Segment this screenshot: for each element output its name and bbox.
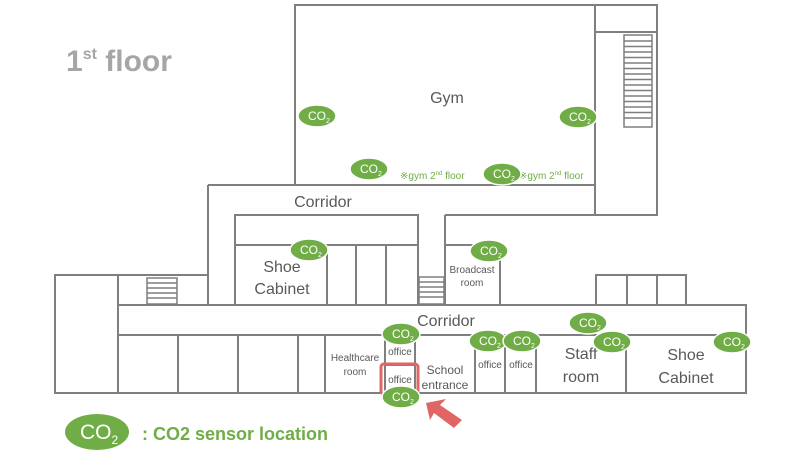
svg-text:CO2: CO2 — [603, 335, 625, 351]
shoe-cabinet-left-label-1: Shoe — [263, 259, 300, 276]
gym-room — [294, 4, 596, 186]
gym-2nd-floor-note-b: ※gym 2nd floor — [519, 171, 584, 182]
svg-text:CO2: CO2 — [360, 162, 382, 178]
svg-text:CO2: CO2 — [723, 335, 745, 351]
co2-sensor-icon: CO2 — [65, 414, 129, 450]
legend: CO2 : CO2 sensor location — [65, 414, 328, 450]
gym-label: Gym — [430, 90, 464, 107]
office-a-label: office — [478, 360, 502, 371]
corridor-upper-label: Corridor — [294, 194, 352, 211]
co2-sensor-icon: CO2 — [381, 385, 421, 409]
broadcast-label-2: room — [461, 278, 484, 289]
shoe-cabinet-right-label-2: Cabinet — [658, 370, 714, 387]
co2-sensor-icon: CO2 — [381, 322, 421, 346]
co2-sensor-icon: CO2 — [558, 105, 598, 129]
staff-room-label-2: room — [563, 369, 599, 386]
co2-sensor-icon: CO2 — [482, 162, 522, 186]
svg-text:CO2: CO2 — [493, 167, 515, 183]
office-top-label: office — [388, 347, 412, 358]
svg-text:CO2: CO2 — [392, 327, 414, 343]
svg-text:CO2: CO2 — [479, 334, 501, 350]
co2-sensor-icon: CO2 — [502, 329, 542, 353]
co2-sensor-icon: CO2 — [469, 239, 509, 263]
svg-text:CO2: CO2 — [579, 316, 601, 332]
corridor-lower-label: Corridor — [417, 313, 475, 330]
healthcare-label-1: Healthcare — [331, 353, 380, 364]
svg-text:CO2: CO2 — [480, 244, 502, 260]
broadcast-label-1: Broadcast — [449, 265, 494, 276]
svg-text:CO2: CO2 — [513, 334, 535, 350]
office-boxed-label: office — [388, 375, 412, 386]
school-entrance-label-2: entrance — [422, 378, 469, 392]
co2-sensor-icon: CO2 — [349, 157, 389, 181]
co2-sensor-icon: CO2 — [592, 330, 632, 354]
svg-text:CO2: CO2 — [80, 421, 119, 447]
left-annex — [54, 274, 119, 394]
right-stair-block — [595, 274, 687, 306]
co2-sensor-icon: CO2 — [468, 329, 508, 353]
svg-text:CO2: CO2 — [569, 110, 591, 126]
co2-sensor-icon: CO2 — [289, 238, 329, 262]
co2-sensor-icon: CO2 — [712, 330, 752, 354]
arrow-pointer-icon — [426, 399, 462, 428]
school-entrance-label-1: School — [427, 363, 464, 377]
legend-text: : CO2 sensor location — [142, 424, 328, 444]
office-b-label: office — [509, 360, 533, 371]
gym-2nd-floor-note-a: ※gym 2nd floor — [400, 171, 465, 182]
shoe-cabinet-left-label-2: Cabinet — [254, 281, 310, 298]
healthcare-label-2: room — [344, 367, 367, 378]
staff-room-label-1: Staff — [565, 346, 598, 363]
co2-sensor-icon: CO2 — [568, 311, 608, 335]
svg-text:CO2: CO2 — [300, 243, 322, 259]
building-walls — [54, 4, 747, 394]
co2-sensor-icon: CO2 — [297, 104, 337, 128]
svg-text:CO2: CO2 — [308, 109, 330, 125]
floor-title: 1st floor — [66, 45, 172, 78]
shoe-cabinet-right-label-1: Shoe — [667, 347, 704, 364]
stairs-icon — [146, 34, 653, 305]
svg-text:CO2: CO2 — [392, 390, 414, 406]
